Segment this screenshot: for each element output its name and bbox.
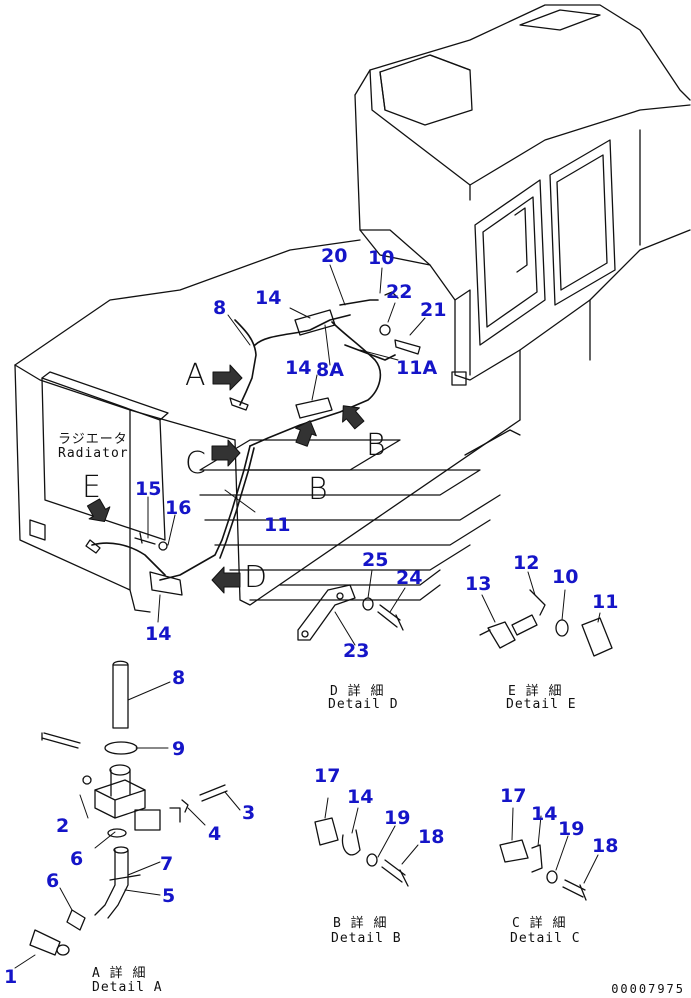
callout-20: 20 — [321, 245, 348, 267]
callout-17-detail-c: 17 — [500, 785, 527, 807]
clamps-main — [85, 291, 421, 596]
callout-7: 7 — [160, 853, 174, 875]
callout-25: 25 — [362, 549, 389, 571]
detail-e-drawing — [479, 571, 613, 657]
callout-6a: 6 — [70, 848, 84, 870]
tube-harness — [91, 299, 396, 581]
detail-a-caption-en: Detail A — [92, 980, 163, 995]
detail-c-drawing — [499, 807, 599, 901]
callout-15: 15 — [135, 478, 162, 500]
detail-d-drawing — [297, 569, 406, 646]
callout-19-detail-b: 19 — [384, 807, 411, 829]
callout-17-detail-b: 17 — [314, 765, 341, 787]
view-letter-b-2: B — [308, 472, 328, 507]
view-letter-e: E — [82, 470, 101, 505]
callout-19-detail-c: 19 — [558, 818, 585, 840]
callout-14-main-bottom: 14 — [145, 623, 172, 645]
callout-11-detail-e: 11 — [592, 591, 619, 613]
detail-d-caption-en: Detail D — [328, 697, 399, 712]
view-letter-c: C — [185, 446, 206, 481]
callout-10-detail-e: 10 — [552, 566, 579, 588]
detail-c-caption-jp: C 詳 細 — [512, 916, 567, 931]
callout-21: 21 — [420, 299, 447, 321]
callout-12: 12 — [513, 552, 540, 574]
callout-6b: 6 — [46, 870, 60, 892]
callout-24: 24 — [396, 567, 423, 589]
callout-14-detail-b: 14 — [347, 786, 374, 808]
callout-8a: 8A — [316, 359, 344, 381]
detail-b-drawing — [314, 797, 419, 887]
document-number: 00007975 — [611, 982, 685, 996]
callout-5: 5 — [162, 885, 176, 907]
detail-d-caption-jp: D 詳 細 — [330, 684, 385, 699]
callout-9: 9 — [172, 738, 186, 760]
callout-13: 13 — [465, 573, 492, 595]
cab-outline — [354, 4, 691, 421]
detail-c-caption-en: Detail C — [510, 931, 581, 946]
callout-11-main: 11 — [264, 514, 291, 536]
callout-18-detail-b: 18 — [418, 826, 445, 848]
detail-b-caption-en: Detail B — [331, 931, 402, 946]
callout-16: 16 — [165, 497, 192, 519]
view-letter-d: D — [244, 560, 268, 595]
callout-1: 1 — [4, 966, 18, 988]
radiator-label-jp: ラジエータ — [58, 432, 128, 447]
callout-14-main-top: 14 — [255, 287, 282, 309]
callout-3: 3 — [242, 802, 256, 824]
callout-18-detail-c: 18 — [592, 835, 619, 857]
detail-a-caption-jp: A 詳 細 — [92, 966, 147, 981]
callout-23: 23 — [343, 640, 370, 662]
detail-b-caption-jp: B 詳 細 — [333, 916, 388, 931]
callout-2: 2 — [56, 815, 70, 837]
detail-a-drawing — [14, 660, 241, 969]
view-letter-a: A — [185, 358, 206, 393]
leader-lines — [147, 264, 426, 623]
detail-e-caption-en: Detail E — [506, 697, 577, 712]
callout-22: 22 — [386, 281, 413, 303]
view-arrows — [86, 364, 365, 594]
callout-10-main: 10 — [368, 247, 395, 269]
callout-4: 4 — [208, 823, 222, 845]
callout-8-main: 8 — [213, 297, 227, 319]
callout-14-main-mid: 14 — [285, 357, 312, 379]
radiator-label-en: Radiator — [58, 446, 129, 461]
frame-outline — [14, 239, 521, 613]
callout-8-detail-a: 8 — [172, 667, 186, 689]
callout-11a: 11A — [396, 357, 438, 379]
view-letter-b: B — [366, 428, 386, 463]
detail-e-caption-jp: E 詳 細 — [508, 684, 563, 699]
callout-14-detail-c: 14 — [531, 803, 558, 825]
